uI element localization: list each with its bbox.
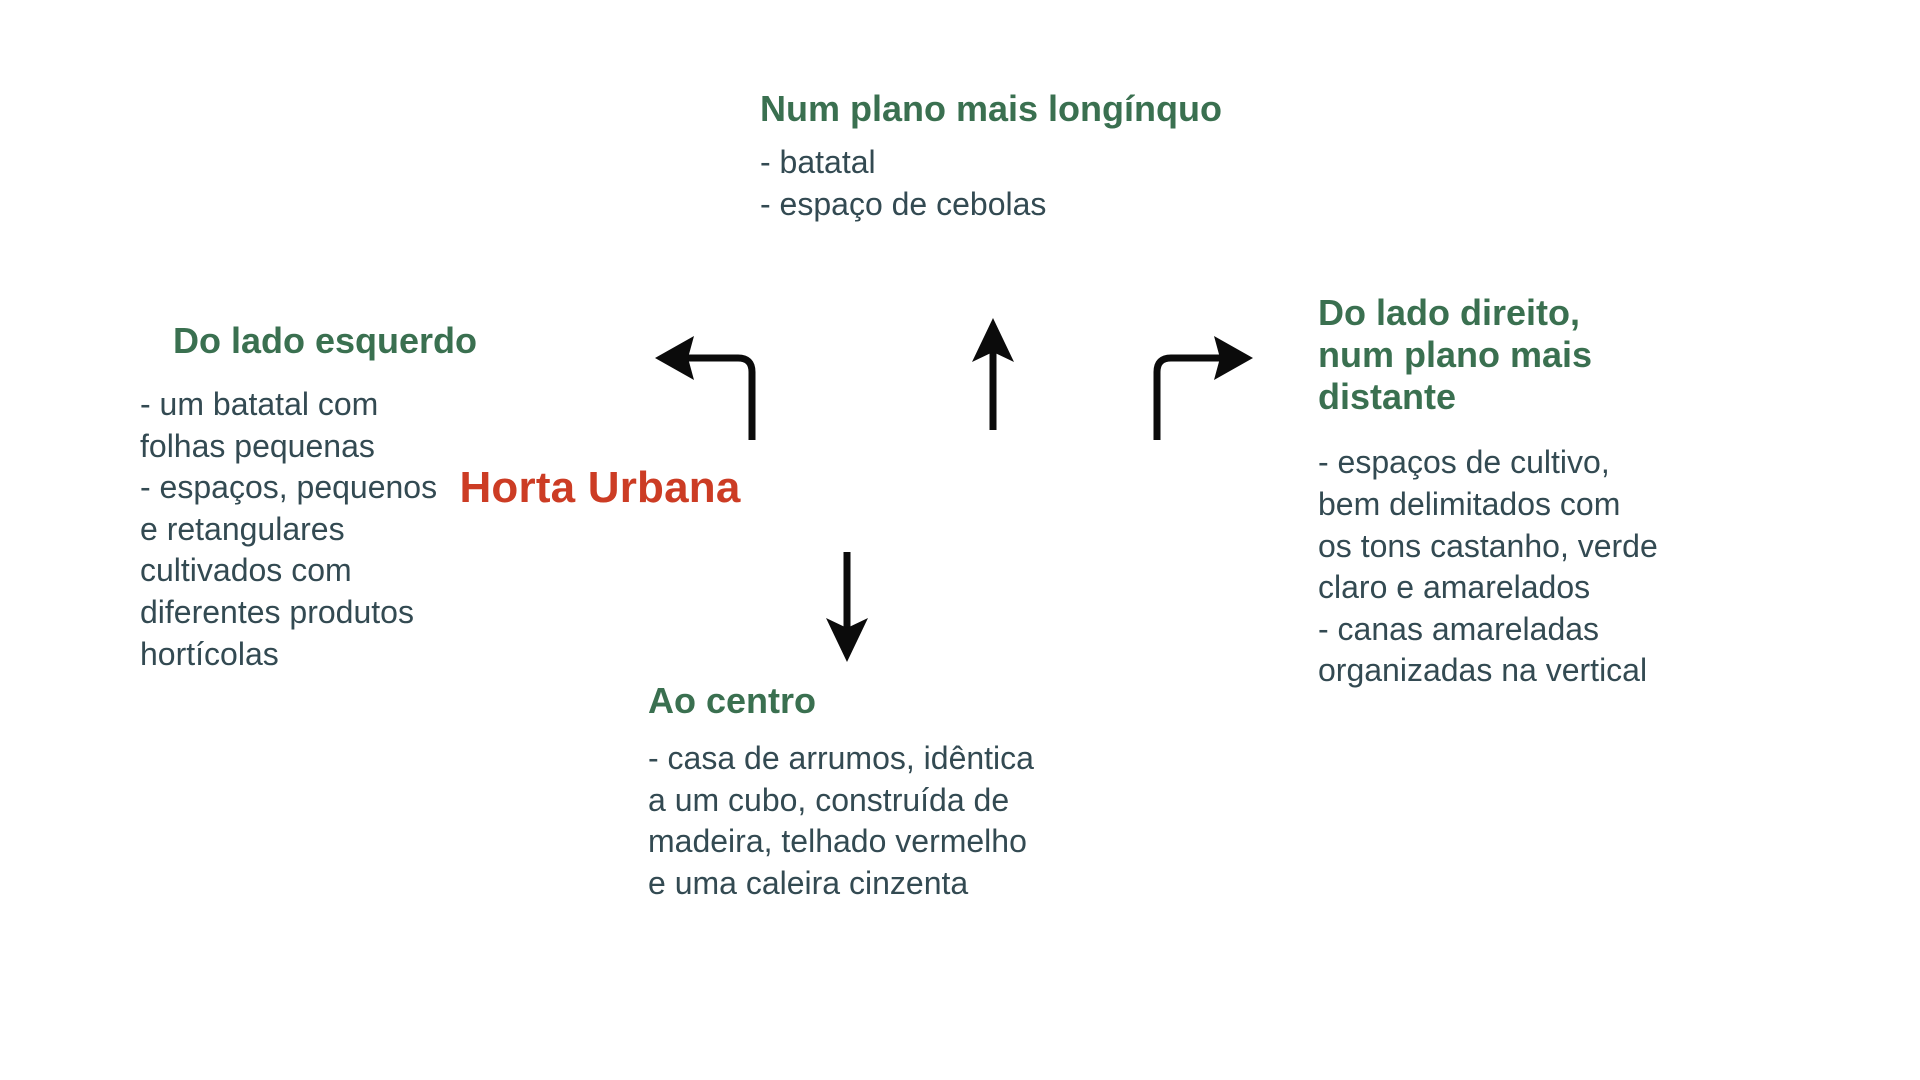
arrow-to-bottom-branch (826, 552, 868, 662)
branch-left-heading: Do lado esquerdo (172, 320, 478, 361)
branch-right-body: - espaços de cultivo, bem delimitados co… (1318, 444, 1658, 689)
branch-top: Num plano mais longínquo - batatal - esp… (760, 88, 1520, 225)
branch-bottom-body: - casa de arrumos, idêntica a um cubo, c… (648, 740, 1034, 901)
arrow-to-right-branch (1153, 336, 1253, 440)
center-node: Horta Urbana (0, 463, 1200, 513)
branch-left: Do lado esquerdo - um batatal com folhas… (60, 320, 590, 675)
center-node-title: Horta Urbana (459, 463, 741, 512)
branch-bottom-heading: Ao centro (648, 680, 817, 721)
branch-bottom: Ao centro - casa de arrumos, idêntica a … (648, 680, 1288, 904)
branch-right-heading: Do lado direito, num plano mais distante (1318, 292, 1593, 418)
arrow-to-top-branch (972, 318, 1014, 430)
arrow-to-left-branch (655, 336, 756, 440)
branch-top-body: - batatal - espaço de cebolas (760, 144, 1047, 222)
branch-top-heading: Num plano mais longínquo (760, 88, 1222, 129)
branch-right: Do lado direito, num plano mais distante… (1318, 292, 1878, 692)
branch-left-body: - um batatal com folhas pequenas - espaç… (140, 386, 438, 672)
